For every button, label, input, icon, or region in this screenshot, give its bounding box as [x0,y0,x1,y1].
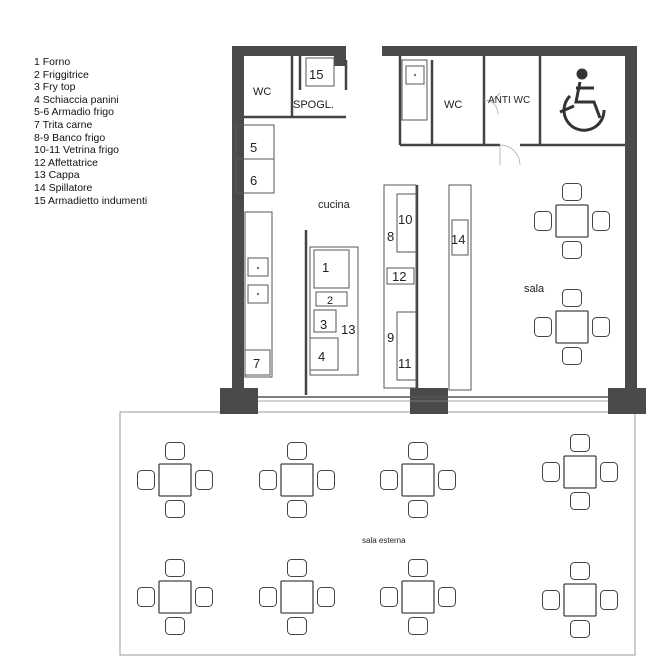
fixture-number-1: 1 [322,260,329,275]
fixture-number-12: 12 [392,269,406,284]
room-label-anti-wc: ANTI WC [488,95,530,106]
sink-icon [256,266,260,270]
outer-walls [220,46,646,414]
fixture-number-7: 7 [253,356,260,371]
legend-item: 7 Trita carne [34,118,93,131]
interior-walls [244,56,625,395]
room-label-sala: sala [524,283,545,295]
fixture-number-14: 14 [451,232,465,247]
fixture-number-10: 10 [398,212,412,227]
legend-item: 3 Fry top [34,81,76,94]
wheelchair-icon [559,68,606,132]
fixture-number-5: 5 [250,140,257,155]
table-with-chairs-icon [137,559,213,635]
table-with-chairs-icon [542,562,618,638]
fixture-number-3: 3 [320,317,327,332]
sink-icon [256,292,260,296]
legend-item: 2 Friggitrice [34,68,89,81]
table-with-chairs-icon [259,442,335,518]
room-label-wc-left: WC [253,86,271,98]
fixture-number-15: 15 [309,67,323,82]
table-with-chairs-icon [542,434,618,510]
fixture-number-6: 6 [250,173,257,188]
room-label-spogl: SPOGL. [293,99,334,111]
table-with-chairs-icon [380,442,456,518]
fixture-number-4: 4 [318,349,325,364]
table-with-chairs-icon [534,183,610,259]
legend-item: 10-11 Vetrina frigo [34,144,120,157]
kitchen-fixtures [235,57,472,391]
tables [137,183,618,638]
fixture-number-11: 11 [398,356,412,371]
room-label-cucina: cucina [318,199,351,211]
legend-item: 5-6 Armadio frigo [34,106,114,119]
sink-icon [413,73,417,77]
legend-item: 4 Schiaccia panini [34,93,119,106]
legend-item: 8-9 Banco frigo [34,131,106,144]
fixture-number-9: 9 [387,330,394,345]
legend-item: 1 Forno [34,56,71,68]
door-swings [483,99,521,166]
legend-item: 13 Cappa [34,169,80,182]
legend-item: 15 Armadietto indumenti [34,194,148,207]
room-label-wc-right: WC [444,99,462,111]
outdoor-area-outline [119,411,636,656]
table-with-chairs-icon [259,559,335,635]
fixture-number-13: 13 [341,322,355,337]
fixture-number-2: 2 [327,295,333,307]
legend-item: 12 Affettatrice [34,156,99,169]
fixture-number-8: 8 [387,229,394,244]
table-with-chairs-icon [137,442,213,518]
room-label-sala-esterna: sala esterna [362,536,406,545]
legend-item: 14 Spillatore [34,181,93,194]
table-with-chairs-icon [380,559,456,635]
table-with-chairs-icon [534,289,610,365]
